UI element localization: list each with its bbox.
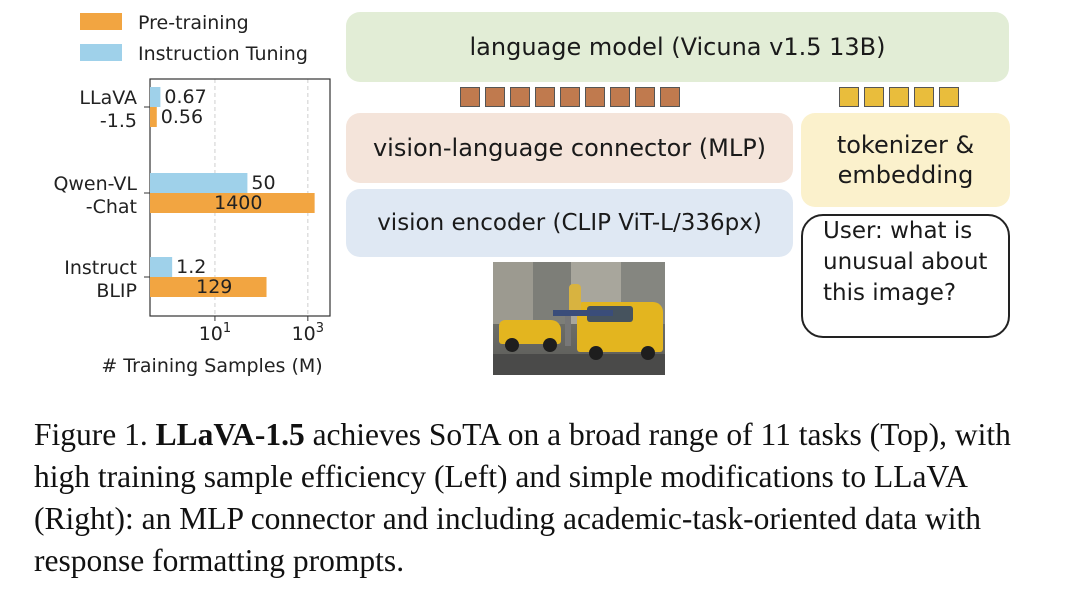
visual-token bbox=[535, 87, 555, 107]
user-question-line1: User: what is bbox=[823, 218, 973, 244]
legend-label: Pre-training bbox=[138, 12, 249, 34]
caption-prefix: Figure 1. bbox=[34, 417, 156, 452]
bar bbox=[150, 173, 248, 193]
text-token bbox=[889, 87, 909, 107]
x-tick-base: 10 bbox=[199, 323, 223, 345]
bar bbox=[150, 257, 173, 277]
language-model-box: language model (Vicuna v1.5 13B) bbox=[346, 12, 1009, 82]
tokenizer-label-line2: embedding bbox=[837, 161, 974, 189]
text-token bbox=[914, 87, 934, 107]
legend-swatch bbox=[80, 13, 122, 30]
x-tick-exponent: 1 bbox=[223, 321, 231, 336]
x-tick-label: 103 bbox=[292, 321, 324, 345]
vision-language-connector-box: vision-language connector (MLP) bbox=[346, 113, 793, 183]
visual-token bbox=[660, 87, 680, 107]
caption-body: achieves SoTA on a broad range of 11 tas… bbox=[34, 417, 1011, 578]
x-axis-label: # Training Samples (M) bbox=[101, 355, 322, 377]
tokenizer-label-line1: tokenizer & bbox=[836, 131, 975, 159]
visual-token bbox=[610, 87, 630, 107]
photo-taxi-ironing-man-icon bbox=[493, 262, 665, 375]
user-question-bubble: User: what is unusual about this image? bbox=[801, 214, 1010, 338]
bar bbox=[150, 277, 267, 297]
category-label: Qwen-VL bbox=[53, 173, 137, 195]
bar bbox=[150, 87, 161, 107]
caption-bold-model-name: LLaVA-1.5 bbox=[155, 417, 305, 452]
vision-encoder-label: vision encoder (CLIP ViT-L/336px) bbox=[377, 210, 762, 236]
visual-token-row bbox=[460, 87, 680, 107]
legend-swatch bbox=[80, 44, 122, 61]
bar-data-label: 0.56 bbox=[161, 106, 203, 128]
bar-data-label: 1.2 bbox=[176, 256, 206, 278]
visual-token bbox=[585, 87, 605, 107]
bar-data-label: 129 bbox=[196, 276, 232, 298]
tokenizer-embedding-box: tokenizer & embedding bbox=[801, 113, 1010, 207]
bar-data-label: 0.67 bbox=[164, 86, 206, 108]
user-question-line2: unusual about bbox=[823, 249, 988, 275]
vision-encoder-box: vision encoder (CLIP ViT-L/336px) bbox=[346, 189, 793, 257]
connector-label: vision-language connector (MLP) bbox=[372, 134, 767, 162]
visual-token bbox=[560, 87, 580, 107]
category-label: -1.5 bbox=[100, 110, 137, 132]
visual-token bbox=[510, 87, 530, 107]
bar bbox=[150, 193, 315, 213]
visual-token bbox=[485, 87, 505, 107]
visual-token bbox=[460, 87, 480, 107]
language-model-label: language model (Vicuna v1.5 13B) bbox=[469, 33, 886, 61]
category-label: LLaVA bbox=[79, 87, 137, 109]
category-label: BLIP bbox=[96, 280, 137, 302]
x-tick-label: 101 bbox=[199, 321, 231, 345]
text-token bbox=[839, 87, 859, 107]
x-tick-exponent: 3 bbox=[316, 321, 324, 336]
bar-data-label: 50 bbox=[251, 172, 275, 194]
legend-label: Instruction Tuning bbox=[138, 43, 308, 65]
user-question-line3: this image? bbox=[823, 280, 957, 306]
visual-token bbox=[635, 87, 655, 107]
bar bbox=[150, 107, 157, 127]
category-label: -Chat bbox=[86, 196, 137, 218]
x-tick-base: 10 bbox=[292, 323, 316, 345]
bar-data-label: 1400 bbox=[214, 192, 262, 214]
figure-caption: Figure 1. LLaVA-1.5 achieves SoTA on a b… bbox=[34, 414, 1034, 582]
category-label: Instruct bbox=[64, 257, 137, 279]
text-token bbox=[864, 87, 884, 107]
text-token bbox=[939, 87, 959, 107]
text-token-row bbox=[839, 87, 959, 107]
